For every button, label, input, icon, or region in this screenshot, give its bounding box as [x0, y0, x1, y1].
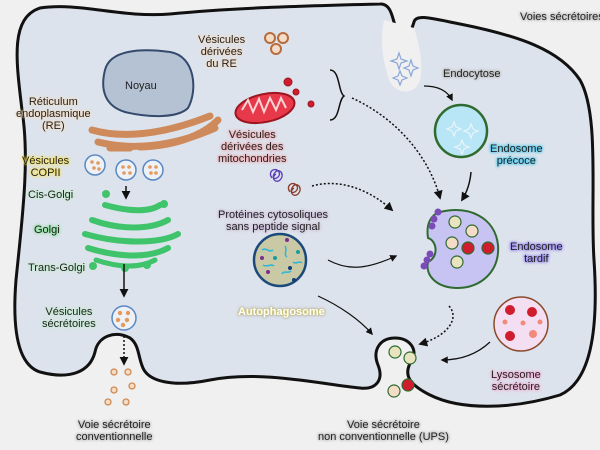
label-trans-golgi: Trans-Golgi [28, 262, 86, 274]
arrow-endocytosis [423, 85, 453, 102]
label-golgi: Golgi [34, 224, 60, 236]
label-secretory-vesicles-line1: Vésicules [45, 306, 93, 318]
label-late-endosome-line1: Endosome [510, 241, 563, 253]
label-secretory-lysosome-line2: sécrétoire [491, 381, 541, 393]
label-copii: Vésicules COPII [22, 155, 69, 179]
mitochondrion [234, 91, 296, 125]
label-early-endosome-line1: Endosome [490, 143, 543, 155]
arrow-early-late-endosome [461, 171, 472, 202]
label-late-endosome: Endosome tardif [510, 241, 563, 265]
label-ups-pathway-line2: non conventionnelle (UPS) [318, 431, 449, 443]
label-secretory-lysosome-line1: Lysosome [491, 369, 541, 381]
early-endosome [433, 103, 489, 159]
golgi-apparatus [82, 202, 181, 269]
label-mito-vesicles: Vésicules dérivées des mitochondries [218, 129, 286, 165]
label-cis-golgi: Cis-Golgi [28, 189, 74, 201]
label-copii-line1: Vésicules [22, 155, 70, 167]
label-conventional-pathway-line2: conventionnelle [76, 431, 153, 443]
arrow-autophagosome-endosome [327, 255, 398, 268]
label-secretory-vesicles-line2: sécrétoires [42, 318, 96, 330]
arrow-endosome-ups [418, 305, 454, 347]
er-derived-vesicles [264, 32, 289, 55]
copii-vesicles [84, 154, 164, 181]
label-nucleus: Noyau [125, 80, 157, 92]
arrow-proteins-endosome [311, 182, 394, 212]
label-er-vesicles-line3: du RE [206, 58, 237, 70]
label-late-endosome-line2: tardif [524, 253, 549, 265]
title-label: Voies sécrétoires [520, 11, 600, 23]
label-endocytosis: Endocytose [443, 68, 501, 80]
endoplasmic-reticulum [88, 112, 222, 152]
label-cytosolic-proteins-line1: Protéines cytosoliques [218, 209, 329, 221]
label-er: Réticulum endoplasmique (RE) [16, 96, 91, 132]
label-early-endosome: Endosome précoce [490, 143, 543, 167]
label-cytosolic-proteins: Protéines cytosoliques sans peptide sign… [218, 209, 328, 233]
arrow-autophagosome-ups [317, 295, 373, 336]
label-er-line2: endoplasmique [16, 108, 91, 120]
label-er-vesicles-line1: Vésicules [198, 34, 246, 46]
label-er-vesicles-line2: dérivées [200, 46, 243, 58]
label-er-line3: (RE) [42, 120, 65, 132]
arrow-mito-endosome [351, 97, 443, 200]
label-early-endosome-line2: précoce [496, 155, 536, 167]
label-conventional-pathway-line1: Voie sécrétoire [77, 419, 151, 431]
arrow-lysosome-ups [440, 341, 491, 364]
secreted-cargo [104, 368, 136, 406]
label-conventional-pathway: Voie sécrétoire conventionnelle [76, 419, 152, 443]
label-secretory-vesicles: Vésicules sécrétoires [42, 306, 96, 330]
secretory-vesicle [111, 305, 137, 331]
label-cytosolic-proteins-line2: sans peptide signal [225, 221, 321, 233]
label-ups-pathway: Voie sécrétoire non conventionnelle (UPS… [318, 419, 449, 443]
label-ups-pathway-line1: Voie sécrétoire [347, 419, 420, 431]
mitochondria-derived-vesicles [283, 77, 315, 108]
autophagosome [252, 232, 308, 288]
label-er-line1: Réticulum [28, 96, 78, 108]
label-copii-line2: COPII [30, 167, 61, 179]
cytosolic-proteins [269, 168, 301, 196]
label-secretory-lysosome: Lysosome sécrétoire [491, 369, 541, 393]
label-mito-vesicles-line2: dérivées des [221, 141, 284, 153]
nucleus [102, 49, 195, 118]
label-mito-vesicles-line1: Vésicules [228, 129, 276, 141]
label-mito-vesicles-line3: mitochondries [218, 153, 287, 165]
bracket [329, 69, 346, 121]
label-er-vesicles: Vésicules dérivées du RE [198, 34, 245, 70]
label-autophagosome: Autophagosome [238, 306, 325, 318]
